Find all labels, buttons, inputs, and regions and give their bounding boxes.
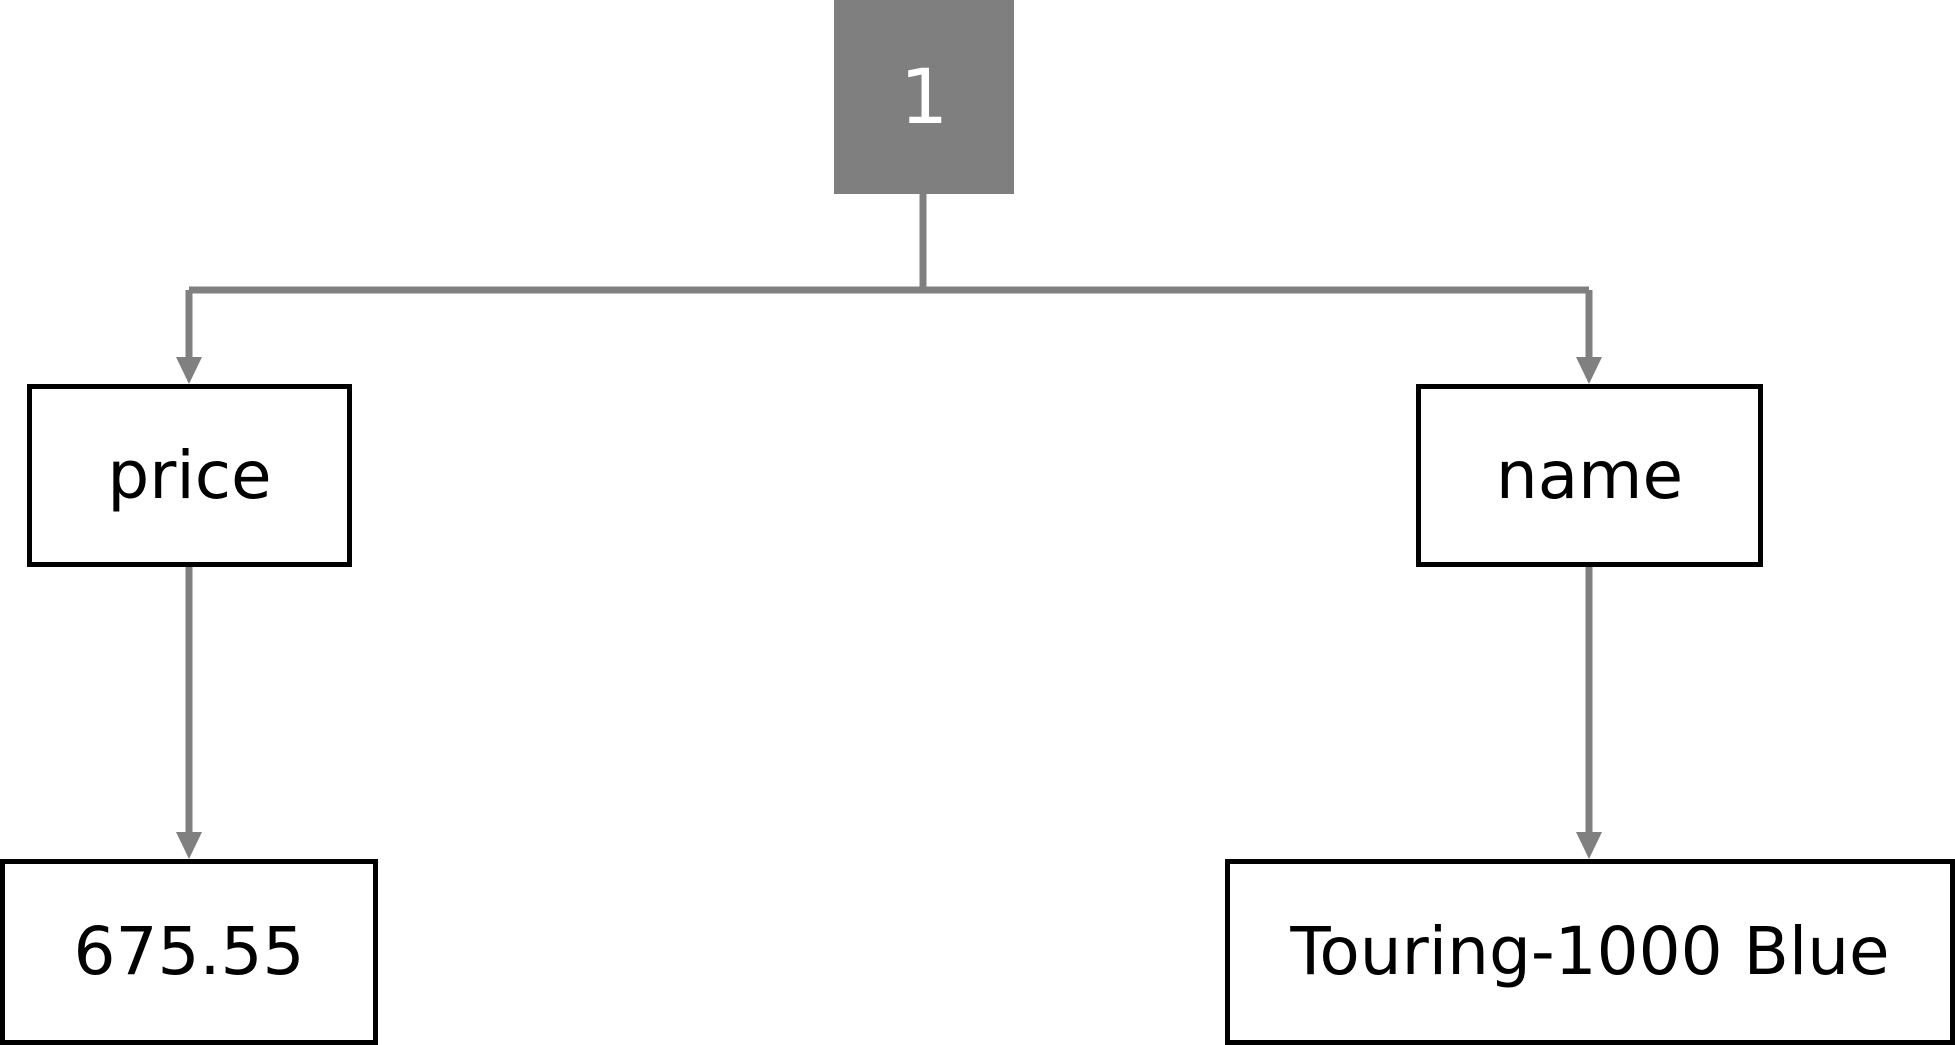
value-node-price: 675.55: [0, 859, 378, 1045]
arrowhead-price: [176, 357, 202, 384]
arrowhead-name: [1576, 357, 1602, 384]
arrowhead-value-price: [176, 832, 202, 859]
key-node-name: name: [1416, 384, 1763, 567]
arrowhead-value-name: [1576, 832, 1602, 859]
root-node: 1: [834, 0, 1014, 194]
value-node-name: Touring-1000 Blue: [1225, 859, 1955, 1045]
key-node-price: price: [27, 384, 352, 567]
